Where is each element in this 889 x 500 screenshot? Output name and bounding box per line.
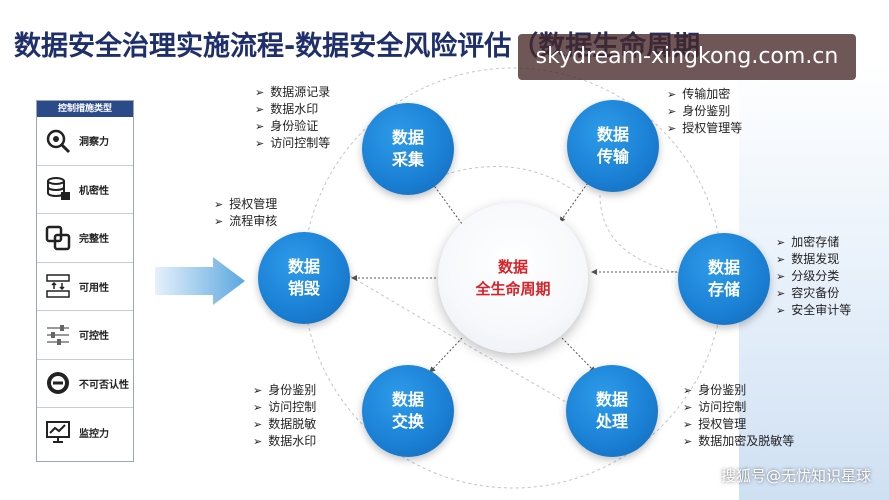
node-line2: 处理 — [595, 412, 628, 431]
list-item: 授权管理 — [683, 416, 794, 433]
list-item: 传输加密 — [667, 86, 742, 103]
list-item: 容灾备份 — [776, 285, 851, 302]
process-measures: 身份鉴别 访问控制 授权管理 数据加密及脱敏等 — [683, 382, 794, 450]
node-line2: 存储 — [707, 280, 740, 299]
list-item: 数据源记录 — [255, 84, 330, 101]
list-item: 数据加密及脱敏等 — [683, 433, 794, 450]
server-sync-icon — [43, 271, 73, 301]
transfer-measures: 传输加密 身份鉴别 授权管理等 — [667, 86, 742, 137]
control-types-panel: 控制措施类型 洞察力 机密性 完整性 可用性 可控性 不可否认性 — [36, 100, 134, 462]
flow-arrow-icon — [155, 257, 245, 305]
node-line1: 数据 — [391, 390, 424, 409]
list-item: 数据水印 — [253, 433, 316, 450]
node-line2: 交换 — [391, 412, 424, 431]
list-item: 加密存储 — [776, 234, 851, 251]
node-line1: 数据 — [595, 390, 628, 409]
list-item: 流程审核 — [214, 213, 277, 230]
control-type-availability: 可用性 — [37, 263, 133, 311]
control-type-label: 可控性 — [79, 331, 109, 343]
node-exchange: 数据 交换 — [362, 365, 454, 457]
control-types-header: 控制措施类型 — [37, 101, 133, 117]
node-storage: 数据 存储 — [678, 233, 770, 325]
list-item: 授权管理等 — [667, 120, 742, 137]
overlap-squares-icon — [43, 223, 73, 253]
list-item: 数据脱敏 — [253, 416, 316, 433]
node-line2: 销毁 — [287, 279, 320, 298]
list-item: 身份验证 — [255, 118, 330, 135]
control-type-confidentiality: 机密性 — [37, 166, 133, 214]
connector-transfer-storage — [599, 194, 691, 276]
control-type-monitoring: 监控力 — [37, 408, 133, 457]
exchange-measures: 身份鉴别 访问控制 数据脱敏 数据水印 — [253, 382, 316, 450]
node-process: 数据 处理 — [566, 365, 658, 457]
storage-measures: 加密存储 数据发现 分级分类 容灾备份 安全审计等 — [776, 234, 851, 319]
lifecycle-center: 数据 全生命周期 — [438, 203, 588, 353]
list-item: 身份鉴别 — [683, 382, 794, 399]
list-item: 访问控制等 — [255, 135, 330, 152]
footer-source: 搜狐号@无忧知识星球 — [720, 467, 871, 485]
list-item: 数据发现 — [776, 251, 851, 268]
list-item: 数据水印 — [255, 101, 330, 118]
node-line1: 数据 — [707, 258, 740, 277]
control-type-label: 机密性 — [79, 185, 109, 197]
sliders-icon — [43, 320, 73, 350]
control-type-label: 洞察力 — [79, 137, 109, 149]
list-item: 身份鉴别 — [253, 382, 316, 399]
center-line1: 数据 — [497, 258, 528, 276]
connector-process-destroy — [339, 269, 581, 411]
prohibit-icon — [43, 368, 73, 398]
magnifier-icon — [43, 126, 73, 156]
node-line2: 传输 — [596, 147, 629, 166]
node-destroy: 数据 销毁 — [258, 232, 350, 324]
watermark: skydream-xingkong.com.cn — [518, 34, 856, 80]
list-item: 分级分类 — [776, 268, 851, 285]
control-type-label: 可用性 — [79, 282, 109, 294]
arrow-center-exchange — [429, 337, 463, 373]
control-type-non-repudiation: 不可否认性 — [37, 360, 133, 408]
center-line2: 全生命周期 — [475, 280, 551, 298]
list-item: 访问控制 — [683, 399, 794, 416]
node-transfer: 数据 传输 — [567, 100, 659, 192]
node-collect: 数据 采集 — [362, 103, 454, 195]
control-type-controllability: 可控性 — [37, 311, 133, 360]
node-line1: 数据 — [596, 125, 629, 144]
arrow-transfer-center — [559, 179, 591, 223]
list-item: 授权管理 — [214, 196, 277, 213]
control-type-integrity: 完整性 — [37, 214, 133, 263]
control-type-label: 监控力 — [79, 428, 109, 440]
control-type-label: 完整性 — [79, 234, 109, 246]
control-type-insight: 洞察力 — [37, 117, 133, 166]
arrow-center-process — [561, 337, 596, 373]
list-item: 安全审计等 — [776, 302, 851, 319]
connector-collect-transfer — [439, 166, 581, 196]
list-item: 访问控制 — [253, 399, 316, 416]
database-lock-icon — [43, 174, 73, 204]
destroy-measures: 授权管理 流程审核 — [214, 196, 277, 230]
monitor-chart-icon — [43, 417, 73, 447]
control-type-label: 不可否认性 — [79, 379, 129, 391]
node-line2: 采集 — [391, 150, 424, 169]
node-line1: 数据 — [287, 257, 320, 276]
arrow-collect-center — [429, 179, 466, 229]
collect-measures: 数据源记录 数据水印 身份验证 访问控制等 — [255, 84, 330, 152]
node-line1: 数据 — [391, 128, 424, 147]
list-item: 身份鉴别 — [667, 103, 742, 120]
